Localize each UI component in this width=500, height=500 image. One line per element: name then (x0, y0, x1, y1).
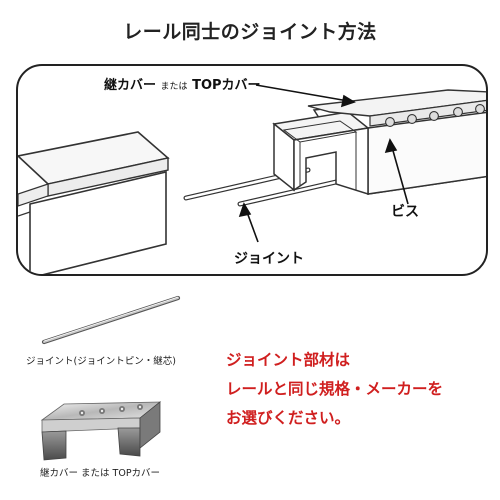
right-rail (272, 93, 486, 196)
left-rail (18, 131, 170, 274)
notice-line-3: お選びください。 (226, 409, 351, 427)
notice-line-1: ジョイント部材は (226, 351, 351, 369)
cover-label: 継カバー または TOPカバー (104, 74, 261, 93)
cover-caption: 継カバー または TOPカバー (40, 468, 161, 479)
screw-label: ビス (391, 204, 419, 220)
joint-label: ジョイント (234, 251, 304, 267)
joint-diagram: 継カバー または TOPカバー ビス ジョイント (16, 64, 488, 276)
leader-lines (238, 84, 409, 243)
notice-line-2: レールと同じ規格・メーカーを (226, 380, 444, 398)
top-cover (307, 89, 486, 127)
cover-label-end: TOPカバー (192, 78, 261, 93)
page-title: レール同士のジョイント方法 (123, 21, 377, 43)
cover-label-main: 継カバー (104, 78, 157, 93)
screws (385, 104, 485, 127)
cover-label-mid: または (160, 82, 188, 92)
cover-photo (40, 401, 162, 461)
joint-caption: ジョイント(ジョイントピン・継芯) (26, 356, 176, 367)
notice-text: ジョイント部材は レールと同じ規格・メーカーを お選びください。 (226, 346, 486, 433)
joint-pin-photo (41, 295, 181, 345)
rail-joint-illustration (18, 84, 486, 274)
joint-pins (183, 167, 339, 207)
